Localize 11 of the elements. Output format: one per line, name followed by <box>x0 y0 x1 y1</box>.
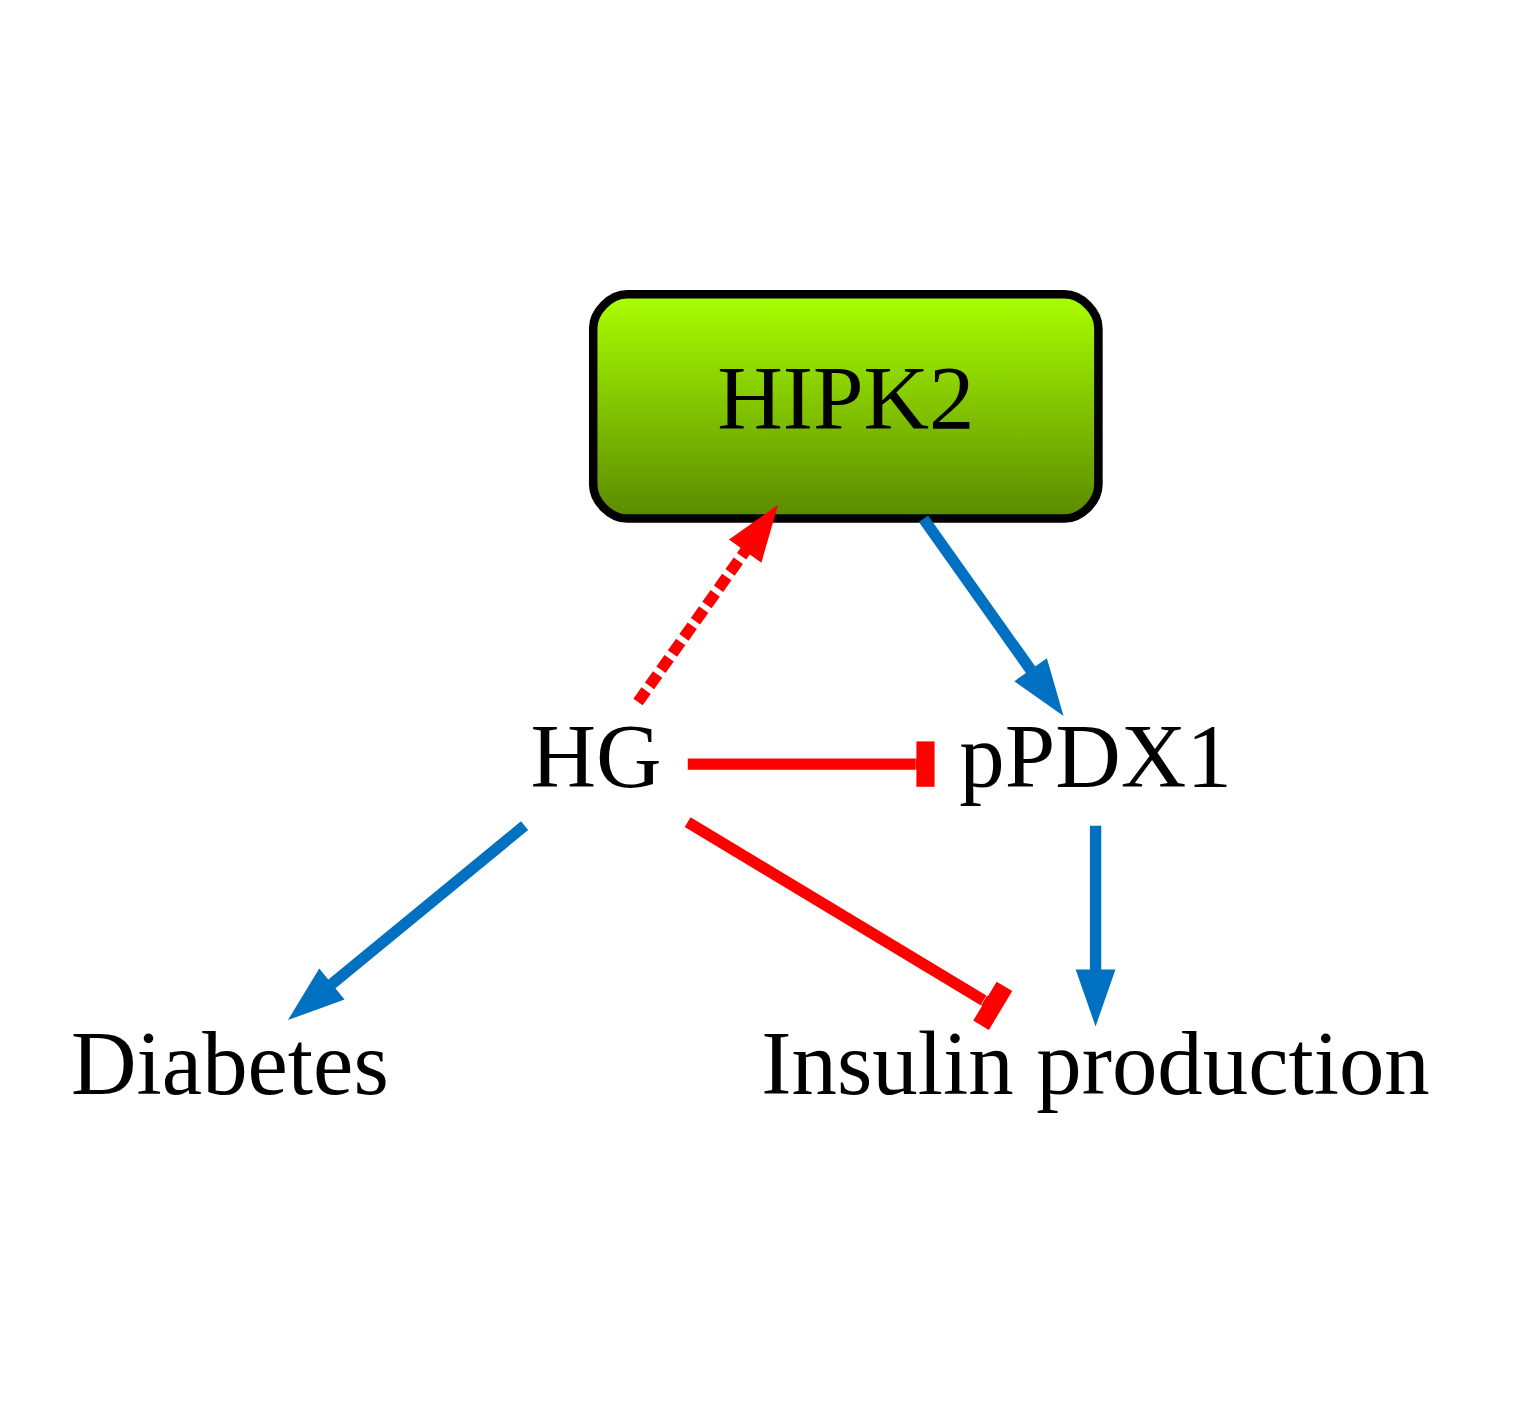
arrow <box>633 504 779 705</box>
node-text: Insulin production <box>761 1012 1430 1114</box>
connector <box>684 816 1013 1030</box>
arrow <box>287 820 529 1020</box>
connector <box>687 740 935 787</box>
node-text: HG <box>530 705 662 807</box>
arrow <box>1075 825 1116 1026</box>
node-text: pPDX1 <box>959 705 1232 807</box>
node-box: HIPK2 <box>588 289 1103 523</box>
node-text: Diabetes <box>71 1012 389 1114</box>
arrow <box>918 514 1064 716</box>
